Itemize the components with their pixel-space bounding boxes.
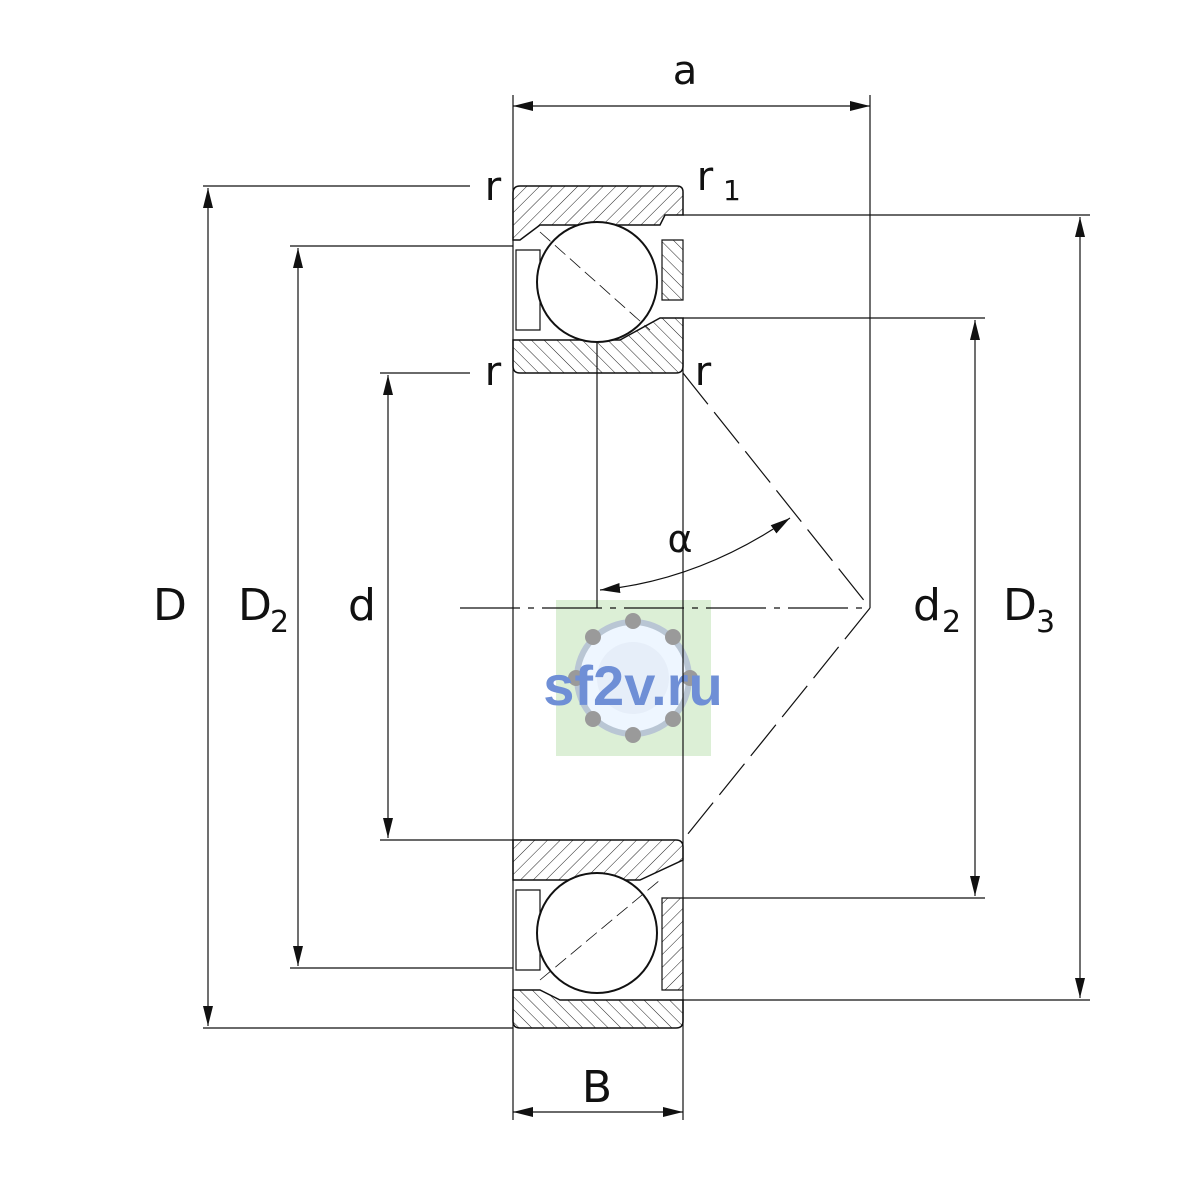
label-r-mid-right: r: [695, 349, 712, 395]
seal-top-left: [515, 249, 541, 331]
label-B: B: [582, 1062, 612, 1113]
seal-bottom-left: [515, 889, 541, 971]
label-D2-sub: 2: [270, 605, 289, 640]
label-d2-sub: 2: [942, 605, 961, 640]
label-r-mid-left: r: [485, 349, 502, 395]
cage-bottom-right: [661, 897, 684, 991]
label-D: D: [153, 580, 187, 631]
contact-line-upper: [682, 372, 871, 609]
bearing-section-bottom: [512, 839, 684, 1029]
outer-ring-bottom: [512, 989, 684, 1029]
bearing-section-top: [512, 185, 684, 374]
watermark: sf2v.ru: [543, 600, 723, 756]
label-r-top-left: r: [485, 164, 502, 210]
watermark-bearing-inner: [597, 642, 669, 714]
dimension-lines: [203, 101, 1085, 1117]
label-r1: r: [697, 154, 714, 200]
label-d2: d: [913, 580, 941, 631]
label-D3: D: [1003, 580, 1037, 631]
dimension-labels: a r r 1 r r α D D 2 d d 2 D 3 B: [153, 48, 1055, 1113]
cage-top-right: [661, 239, 684, 301]
label-D2: D: [238, 580, 272, 631]
label-d: d: [348, 580, 376, 631]
label-alpha: α: [667, 517, 692, 561]
contact-line-lower: [682, 607, 871, 841]
label-a: a: [673, 48, 698, 94]
outer-ring-top: [512, 185, 684, 241]
center-lines: [460, 372, 871, 841]
ball-top-contact-line: [539, 231, 651, 331]
ball-top: [536, 221, 658, 343]
watermark-text: sf2v.ru: [543, 654, 722, 717]
label-D3-sub: 3: [1036, 605, 1055, 640]
label-r1-sub: 1: [723, 174, 741, 207]
alpha-angle-arc: [599, 517, 791, 593]
inner-ring-top: [512, 317, 684, 374]
ball-bottom-contact-line: [539, 879, 661, 981]
